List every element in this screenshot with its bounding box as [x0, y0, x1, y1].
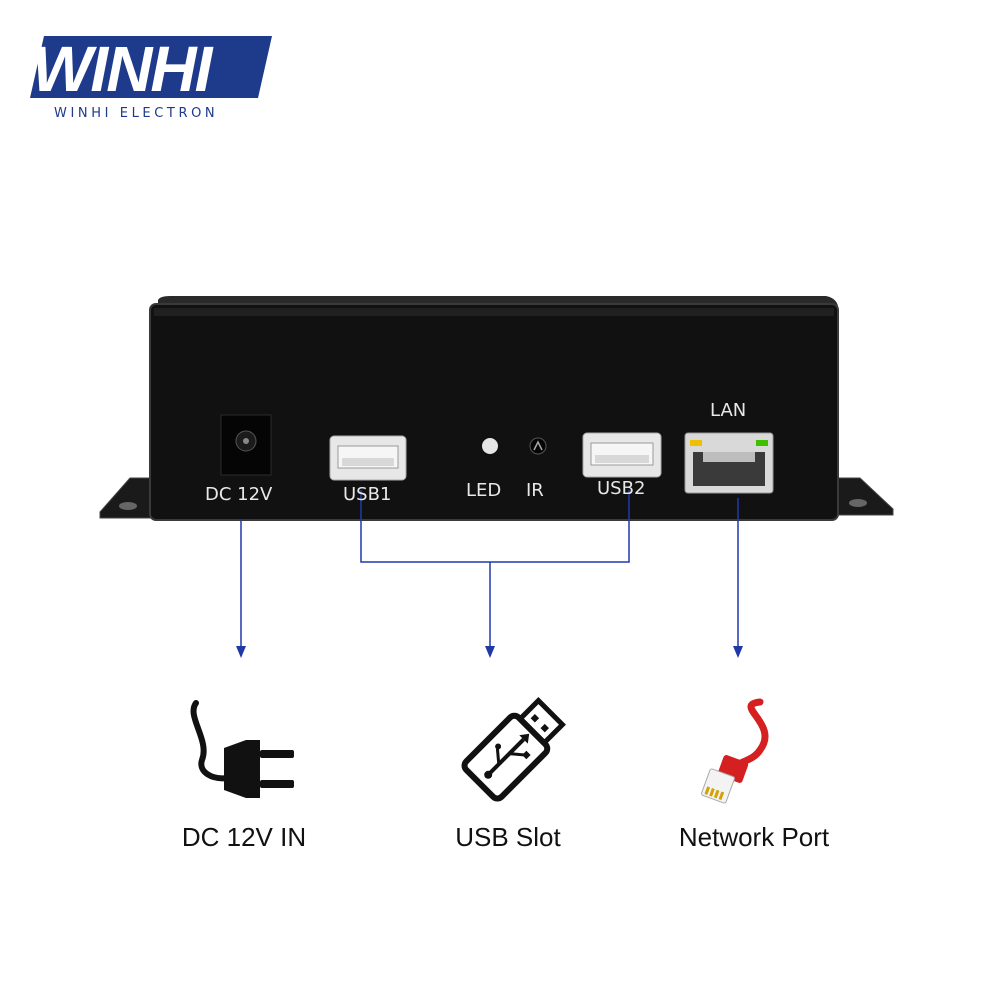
usb2-port: [582, 432, 662, 478]
winhi-logo-mark: [30, 36, 272, 98]
caption-usb-slot: USB Slot: [455, 822, 561, 852]
lan-port: [684, 432, 774, 494]
dc-label: DC 12V: [205, 484, 273, 505]
mounting-flange-left: [99, 477, 153, 519]
ir-label: IR: [526, 480, 544, 501]
led-indicator: [482, 438, 498, 454]
ir-receiver: [529, 437, 547, 455]
arrow-heads: [236, 646, 743, 658]
mounting-flange-right: [834, 477, 894, 516]
ethernet-cable-icon: [701, 698, 769, 804]
dc-jack-port: [220, 414, 272, 476]
brand-logo: WINHI WINHI ELECTRON: [28, 30, 278, 130]
lan-label: LAN: [710, 400, 747, 421]
usb2-label: USB2: [597, 478, 646, 499]
device-body: [149, 296, 839, 521]
logo-wordmark: WINHI: [32, 33, 212, 105]
usb1-port: [329, 435, 407, 481]
usb-stick-icon: [461, 697, 566, 802]
led-label: LED: [466, 480, 502, 501]
power-plug-icon: [190, 700, 294, 798]
caption-network-port: Network Port: [678, 822, 830, 852]
logo-tagline: WINHI ELECTRON: [54, 106, 219, 121]
caption-dc-in: DC 12V IN: [181, 822, 307, 852]
connector-lines: [240, 490, 739, 650]
usb1-label: USB1: [343, 484, 392, 505]
